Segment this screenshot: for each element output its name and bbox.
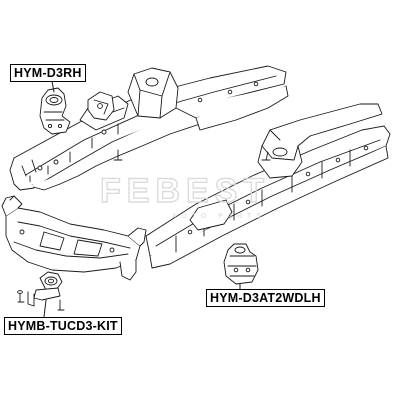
transmission-mount [223,243,259,285]
watermark-subtitle: AUTO PARTS [172,213,266,220]
front-subframe [1,195,147,281]
part-label-transmission-mount: HYM-D3AT2WDLH [206,289,325,307]
upper-engine-mount [39,87,115,135]
leader-lines [43,80,241,318]
part-label-subframe-kit: HYMB-TUCD3-KIT [4,317,122,335]
part-label-upper-mount: HYM-D3RH [10,64,86,82]
upper-frame-rail [9,65,289,191]
lower-right-frame-rail [145,103,391,269]
watermark: FEBEST AUTO PARTS [99,171,270,220]
subframe-bushing-kit [17,271,65,311]
watermark-brand: FEBEST [100,172,270,210]
